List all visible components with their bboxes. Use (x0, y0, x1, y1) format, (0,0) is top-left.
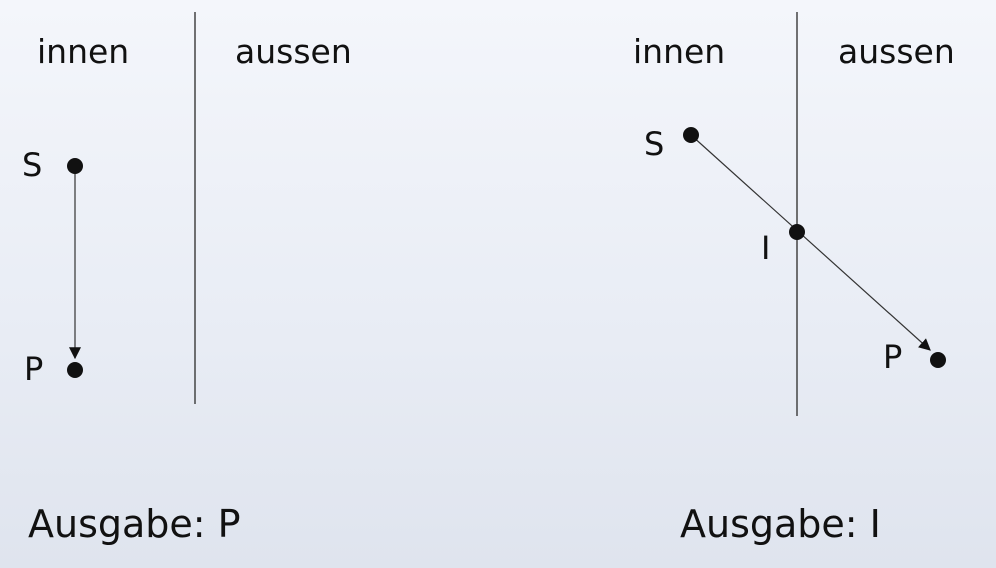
right-outside-label: aussen (838, 32, 955, 71)
left-inside-label: innen (37, 32, 130, 71)
left-point-p-marker (67, 362, 83, 378)
right-intersection-i-marker (789, 224, 805, 240)
right-point-s-marker (683, 127, 699, 143)
right-inside-label: innen (633, 32, 726, 71)
right-output-text: Ausgabe: I (680, 502, 881, 546)
left-point-s-label: S (22, 146, 43, 184)
right-s-to-p-segment (690, 134, 931, 351)
left-point-s-marker (67, 158, 83, 174)
right-point-s-label: S (644, 125, 665, 163)
left-outside-label: aussen (235, 32, 352, 71)
left-output-text: Ausgabe: P (28, 502, 241, 546)
right-point-p-label: P (883, 338, 903, 376)
right-point-p-marker (930, 352, 946, 368)
right-intersection-i-label: I (761, 229, 771, 267)
left-point-p-label: P (24, 350, 44, 388)
